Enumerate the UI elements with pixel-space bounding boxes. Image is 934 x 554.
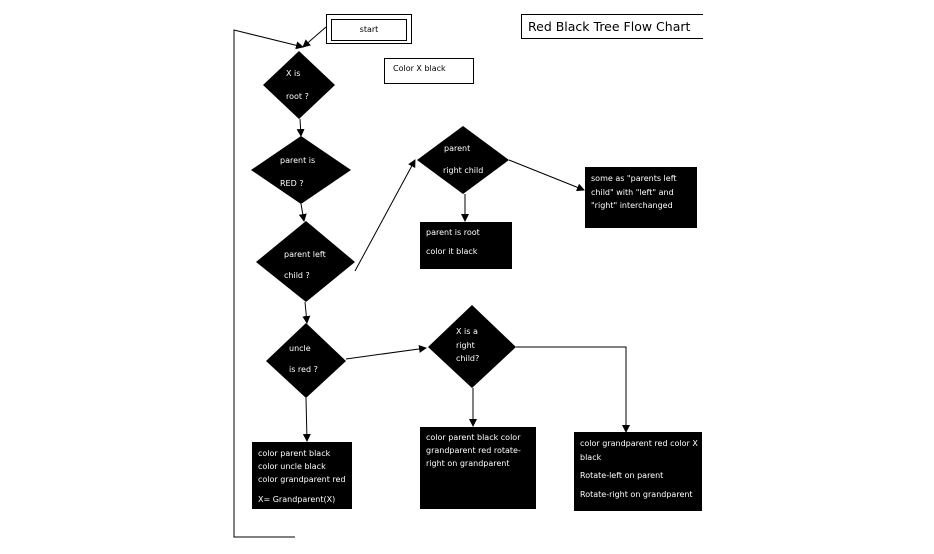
rotate-right-line3: right on grandparent [426,458,510,468]
recolor-line4: X= Grandparent(X) [258,494,336,504]
decision-x-is-root-line1: X is [286,69,301,78]
decision-x-is-right-child-line2: right [456,341,475,350]
decision-parent-right-child-line2: right child [443,166,484,175]
rotate-right-line1: color parent black color [426,433,521,442]
recolor-line1: color parent black [258,449,331,458]
decision-x-is-root-line2: root ? [286,92,309,101]
recolor-node: color parent black color uncle black col… [252,442,352,509]
rotate-right-line2: grandparent red rotate- [426,445,521,455]
decision-uncle-is-red-line2: is red ? [289,365,318,374]
rotate-right-node: color parent black color grandparent red… [420,427,536,509]
decision-parent-left-child-shape [256,221,355,302]
parent-root-node: parent is root color it black [420,222,512,269]
connector-uncle-to-recolor [302,397,311,442]
connector-left-to-parent-right [354,159,416,272]
decision-uncle-is-red-shape [266,323,346,398]
same-as-line3: "right" interchanged [591,201,673,211]
same-as-node: some as "parents left child" with "left"… [585,167,697,228]
decision-parent-is-red-shape [251,136,351,204]
decision-x-is-right-child-shape [428,305,516,388]
connector-uncle-to-right-child [345,344,427,360]
connector-right-child-to-double-rotate [516,346,630,433]
start-label: start [331,19,407,41]
decision-x-is-right-child-line3: child? [456,354,480,363]
connector-red-to-left [298,203,307,222]
color-x-black-node: Color X black [384,58,474,84]
start-node: start [326,14,412,44]
decision-parent-left-child-line2: child ? [284,271,310,280]
same-as-line1: some as "parents left [591,174,677,183]
decision-parent-is-red-line1: parent is [280,156,316,165]
recolor-line2: color uncle black [258,462,326,472]
decision-parent-right-child-line1: parent [444,144,471,153]
color-x-black-label: Color X black [393,64,446,73]
decision-uncle-is-red-line1: uncle [289,344,311,353]
decision-x-is-root-shape [263,51,335,119]
rotate-left-right-node: color grandparent red color X black Rota… [574,432,702,511]
same-as-line2: child" with "left" and [591,187,674,197]
rotate-left-right-line1: color grandparent red color X [580,439,698,448]
rotate-left-right-line2: black [580,452,602,462]
page-title: Red Black Tree Flow Chart [521,14,703,39]
recolor-line3: color grandparent red [258,475,346,485]
decision-x-is-right-child-line1: X is a [456,327,478,336]
parent-root-line1: parent is root [426,228,480,237]
decision-parent-is-red-line2: RED ? [280,179,304,188]
rotate-left-right-line3: Rotate-left on parent [580,471,664,481]
connector-root-to-red [296,118,305,137]
connector-parent-right-to-same [508,159,585,192]
decision-parent-left-child-line1: parent left [284,250,326,259]
connector-start-to-root [302,26,327,48]
connector-loop-back [233,29,304,538]
connector-left-to-uncle [302,301,311,324]
parent-root-line2: color it black [426,246,478,256]
decision-parent-right-child-shape [417,126,509,194]
rotate-left-right-line4: Rotate-right on grandparent [580,489,693,499]
